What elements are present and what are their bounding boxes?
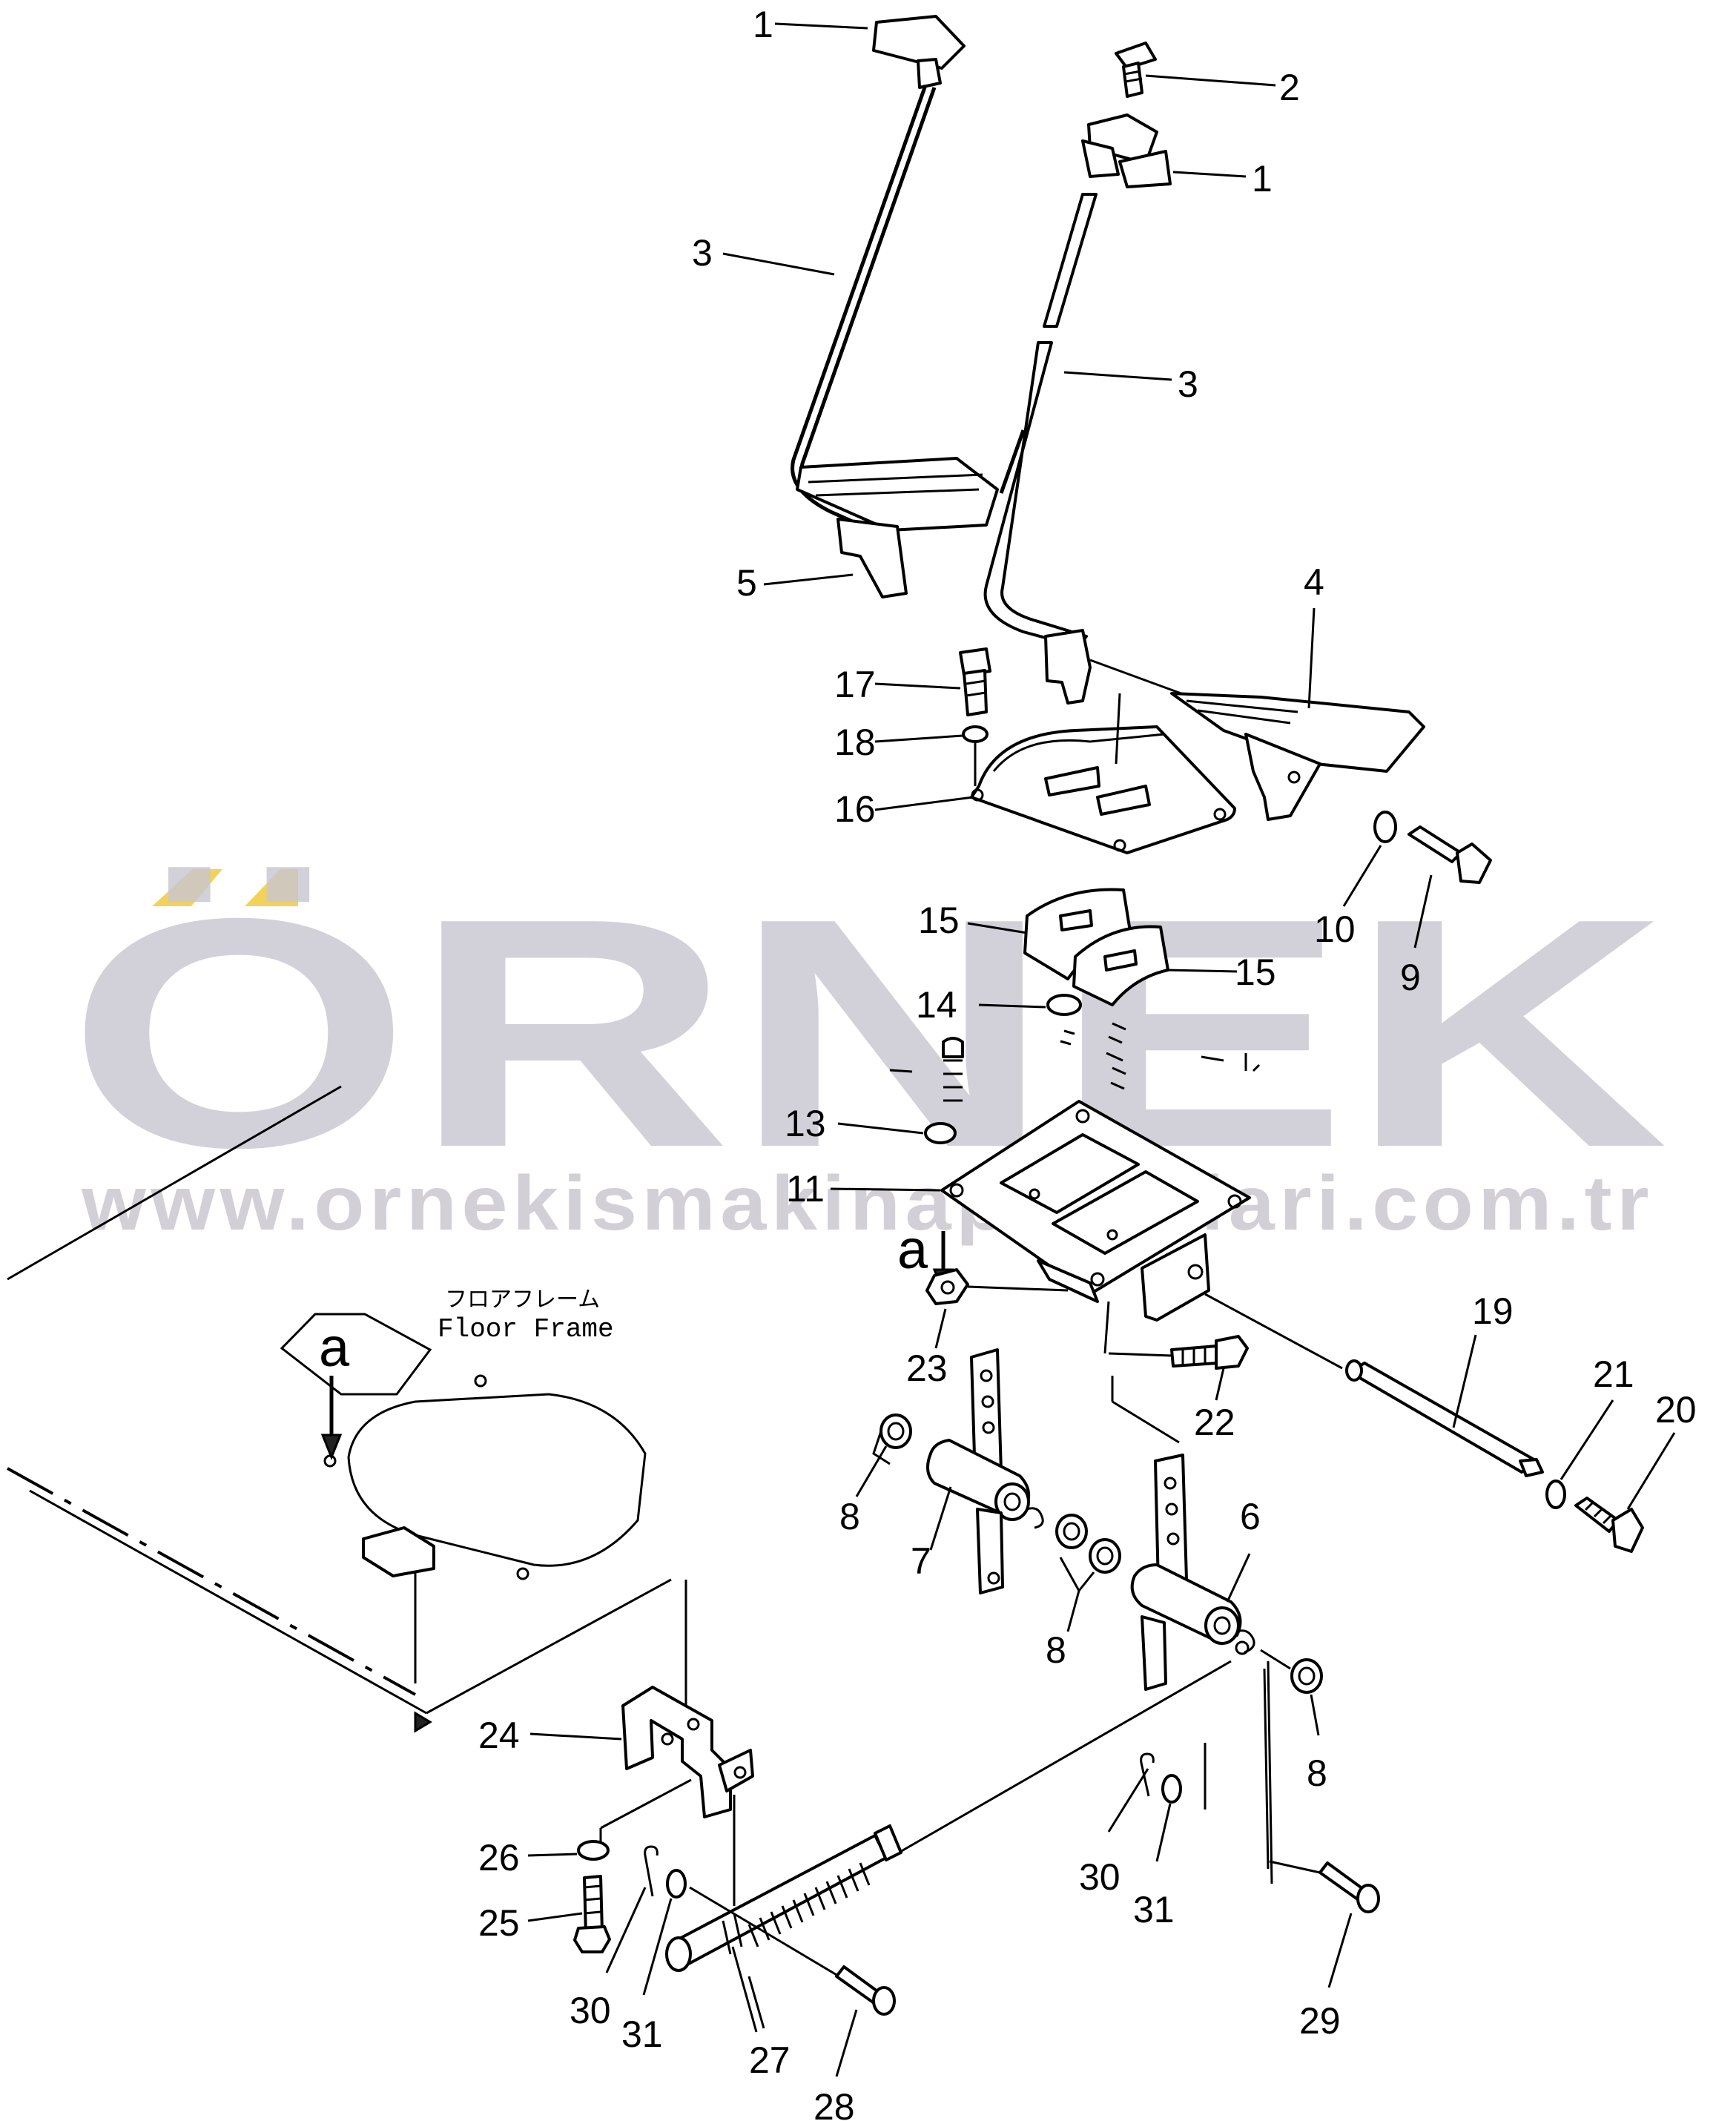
callout-14: 14 <box>916 984 957 1026</box>
callout-17: 17 <box>834 664 876 705</box>
pin-19 <box>1345 1359 1544 1477</box>
bushing-8-d <box>1290 1658 1323 1694</box>
link-6 <box>1130 1454 1255 1691</box>
callout-19: 19 <box>1472 1290 1514 1332</box>
callout-29: 29 <box>1299 2000 1341 2042</box>
callout-8-a: 8 <box>839 1496 860 1537</box>
bracket-24 <box>621 1686 754 1906</box>
washer-31-right <box>1161 1774 1182 1804</box>
callout-8-b: 8 <box>1046 1629 1066 1671</box>
bolt-2 <box>1115 42 1157 98</box>
callout-30-left: 30 <box>570 1990 611 2031</box>
washer-21 <box>1545 1480 1566 1509</box>
watermark-url: www.ornekismakinaparcalari.com.tr <box>81 1161 1654 1247</box>
bolt-25 <box>573 1875 611 1953</box>
callout-13: 13 <box>785 1103 826 1144</box>
floor-frame-label-en: Floor Frame <box>438 1314 614 1345</box>
callout-1-left: 1 <box>753 4 773 45</box>
callout-31-right: 31 <box>1133 1889 1175 1930</box>
floor-frame <box>7 1085 687 1733</box>
callout-26: 26 <box>478 1837 520 1878</box>
watermark-accent-left <box>152 869 222 906</box>
callout-2: 2 <box>1279 67 1300 108</box>
lever-left <box>791 15 1026 598</box>
callout-8-c: 8 <box>1307 1752 1327 1794</box>
callout-16: 16 <box>834 788 876 830</box>
view-marker-a-lower: a <box>319 1316 350 1378</box>
link-7 <box>926 1348 1044 1594</box>
bolt-17 <box>959 647 991 716</box>
bushing-8-c <box>1089 1538 1121 1574</box>
bushing-8-b <box>1055 1514 1088 1549</box>
washer-13 <box>924 1122 957 1144</box>
knob-right <box>1081 113 1172 188</box>
callout-10: 10 <box>1314 908 1356 950</box>
callout-15-right: 15 <box>1235 951 1276 993</box>
callout-1-right: 1 <box>1252 158 1273 199</box>
callout-labels: 1 2 1 3 3 5 4 17 18 16 10 9 15 15 14 13 … <box>478 4 1697 2121</box>
watermark: ÖRNEK www.ornekismakinaparcalari.com.tr <box>67 851 1669 1247</box>
floor-frame-label-jp: フロアフレーム <box>445 1287 600 1313</box>
callout-31-left: 31 <box>621 2013 663 2055</box>
watermark-accent-right <box>245 869 298 906</box>
callout-18: 18 <box>834 722 876 763</box>
callout-3-right: 3 <box>1178 363 1198 405</box>
callout-5: 5 <box>736 562 757 604</box>
watermark-brand: ÖRNEK <box>67 851 1669 1215</box>
spring-mid <box>1060 1022 1126 1090</box>
callout-7: 7 <box>911 1540 931 1582</box>
bolt-9 <box>1407 825 1492 884</box>
bolt-20 <box>1574 1497 1644 1553</box>
lever-right <box>983 193 1425 821</box>
callout-27: 27 <box>749 2039 791 2081</box>
spring-rod-27 <box>665 1660 1232 2033</box>
washer-18 <box>962 725 989 743</box>
callout-4: 4 <box>1304 561 1324 603</box>
callout-15-left: 15 <box>918 900 960 941</box>
leader-lines <box>527 22 1676 2077</box>
bushing-8-a <box>872 1414 912 1465</box>
callout-3-left: 3 <box>692 232 713 274</box>
cotter-pin-30-left <box>644 1845 659 1897</box>
cotter-pin-30-right <box>1140 1752 1155 1797</box>
cover-16 <box>970 693 1236 854</box>
callout-11: 11 <box>786 1168 825 1210</box>
callout-21: 21 <box>1593 1353 1634 1395</box>
guide-plate-15-right <box>1072 925 1169 1006</box>
callout-24: 24 <box>478 1715 520 1756</box>
view-marker-a-upper: a <box>897 1218 928 1280</box>
washer-14 <box>1046 994 1082 1016</box>
nut-23 <box>925 1268 1069 1305</box>
washer-10 <box>1373 811 1397 843</box>
washer-26 <box>577 1840 610 1861</box>
bolt-12 <box>942 1037 964 1102</box>
washer-31-left <box>666 1869 687 1899</box>
callout-20: 20 <box>1655 1389 1697 1431</box>
callout-22: 22 <box>1194 1402 1235 1443</box>
pin-28 <box>835 1965 896 2016</box>
bolt-22 <box>1108 1335 1249 1370</box>
base-plate-11 <box>940 1100 1343 1370</box>
callout-28: 28 <box>813 2086 855 2121</box>
callout-9: 9 <box>1400 957 1421 998</box>
pin-29 <box>1269 1860 1380 1913</box>
callout-6: 6 <box>1240 1496 1261 1537</box>
callout-23: 23 <box>906 1348 948 1389</box>
callout-25: 25 <box>478 1902 520 1944</box>
callout-30-right: 30 <box>1079 1856 1121 1898</box>
